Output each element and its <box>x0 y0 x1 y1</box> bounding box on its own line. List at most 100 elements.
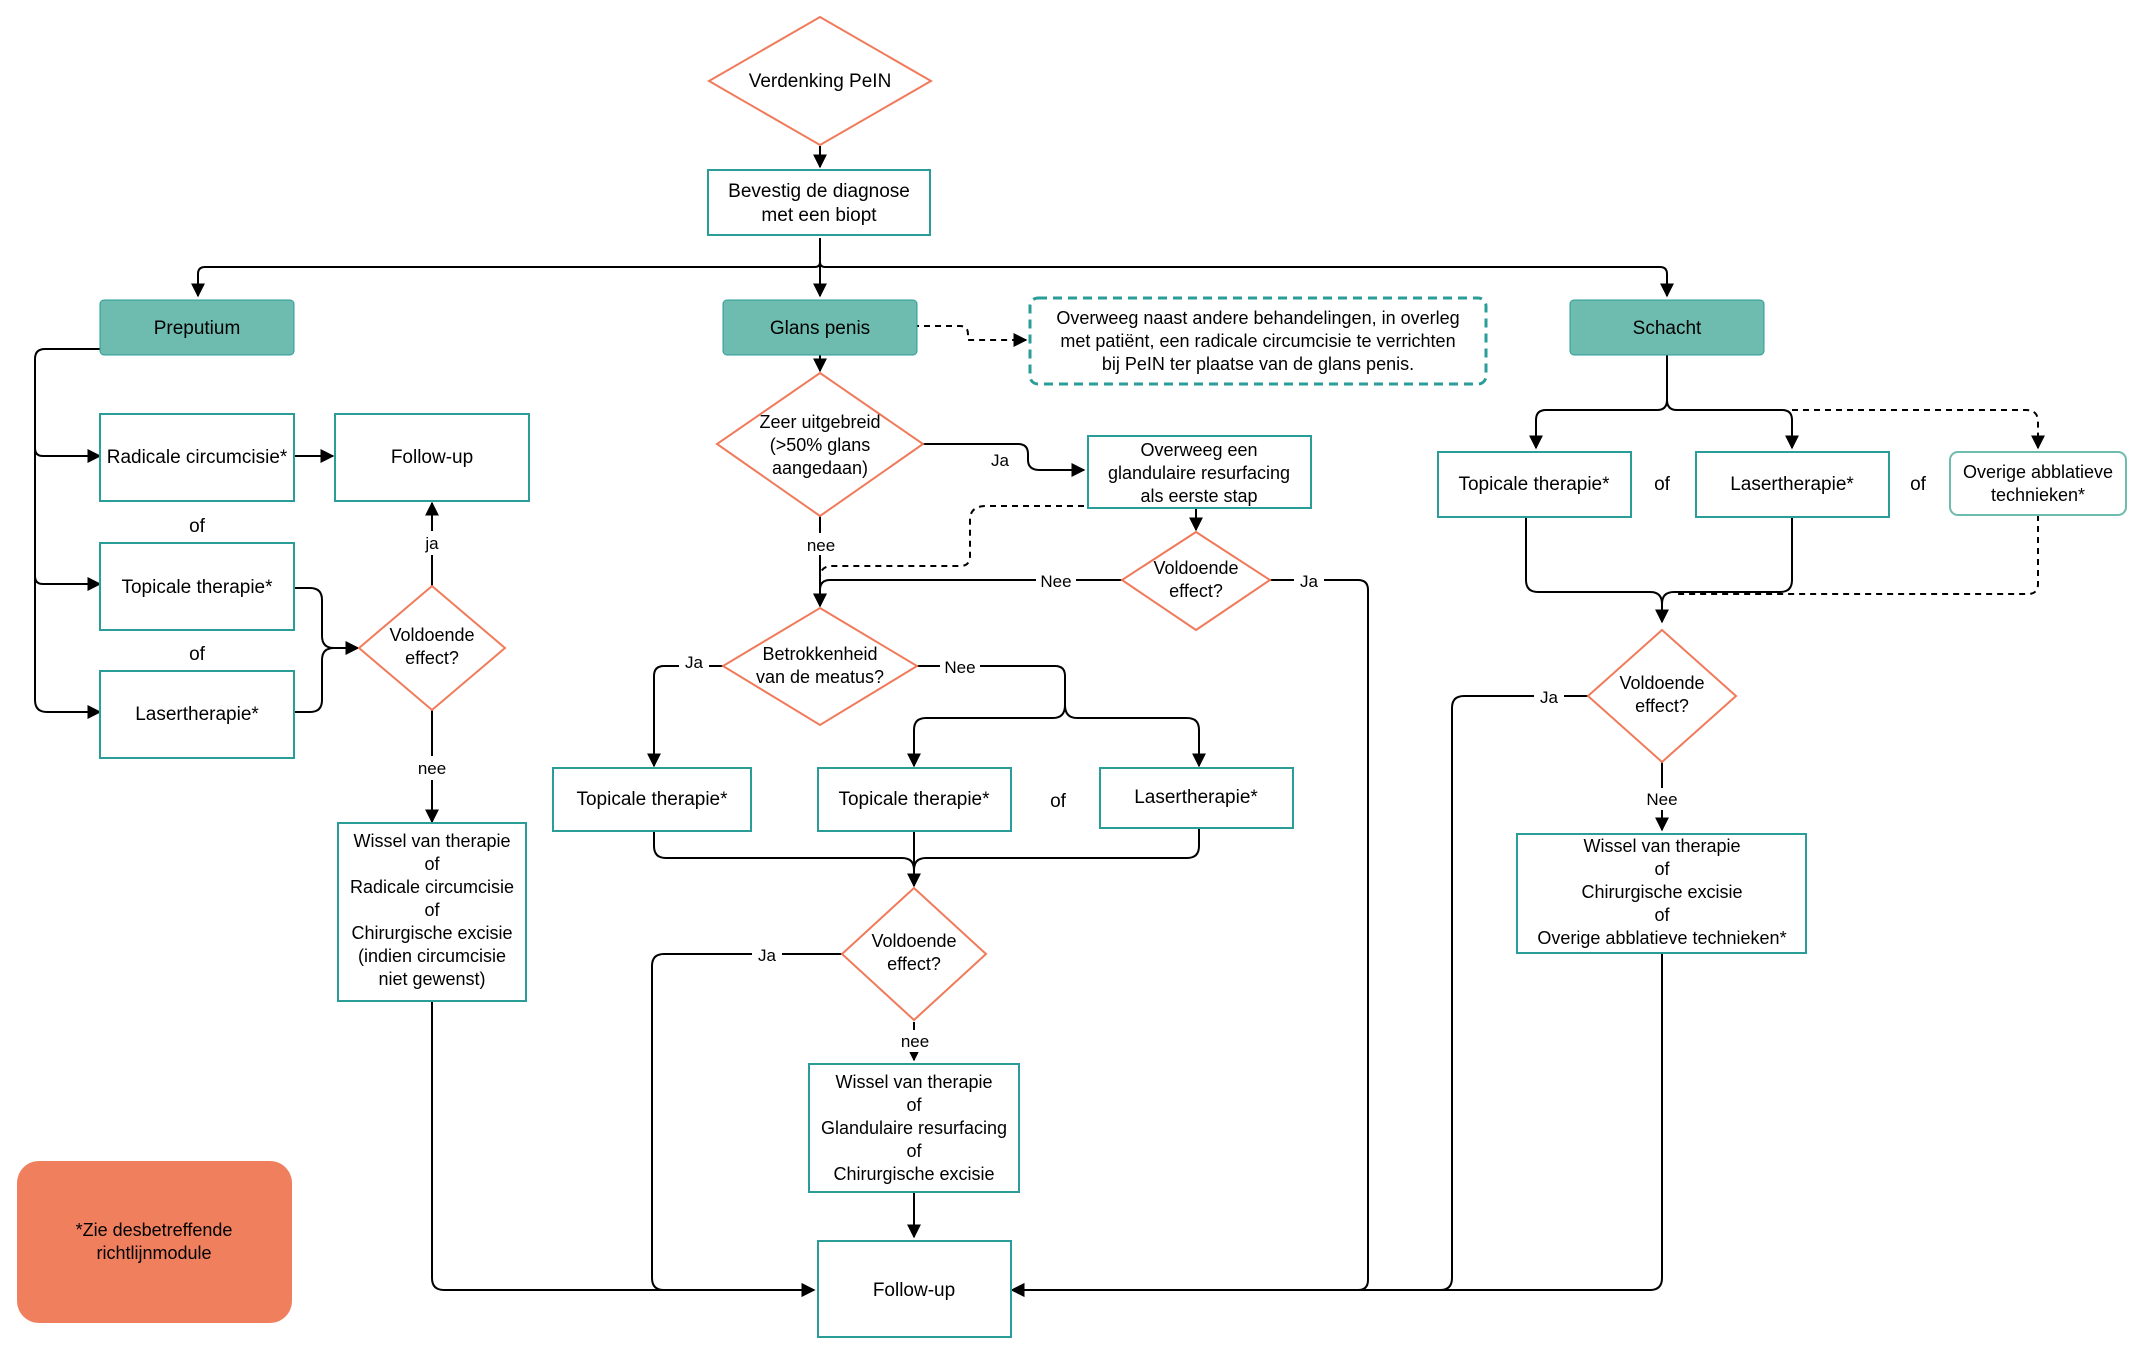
edge-pwissel-followup <box>431 1001 816 1297</box>
g-voldoende-1-label: Voldoende effect? <box>1153 558 1238 601</box>
edge-swissel-followup <box>1440 953 1663 1291</box>
edge-topicale-voldoende <box>294 587 360 655</box>
s-laser-box: Lasertherapie* <box>1695 451 1890 518</box>
edge-preputium-topicale <box>34 575 102 591</box>
g-topicale-2-label: Topicale therapie* <box>838 789 990 810</box>
start-label: Verdenking PeIN <box>749 71 892 92</box>
edge-preputium-radicale <box>34 447 102 463</box>
node-text-line: Schacht <box>1633 318 1702 339</box>
node-text-line: Topicale therapie* <box>838 789 990 810</box>
edge-laser-svoldoende <box>1661 517 1793 605</box>
node-text-line: Voldoende <box>1619 673 1704 693</box>
node-text-line: Zeer uitgebreid <box>759 412 880 432</box>
s-voldoende-diamond: Voldoende effect? <box>1586 628 1738 764</box>
node-text-line: Overweeg een <box>1140 440 1257 460</box>
edge-laser-voldoende <box>294 647 335 713</box>
g-topicale-1-box: Topicale therapie* <box>552 767 752 832</box>
g-ja-2-label: Ja <box>1300 572 1319 591</box>
glans-box: Glans penis <box>722 299 918 356</box>
node-text-line: Lasertherapie* <box>135 704 259 725</box>
edge-topicale-svoldoende <box>1525 517 1669 624</box>
g-laser-box: Lasertherapie* <box>1099 767 1294 829</box>
p-voldoende-label: Voldoende effect? <box>389 625 474 668</box>
p-radicale-label: Radicale circumcisie* <box>107 447 288 468</box>
p-of-2: of <box>189 644 206 665</box>
edge-overweeg-meatus-dashed <box>819 505 1084 579</box>
node-text-line: Chirurgische excisie <box>1581 882 1742 902</box>
p-ja-label: ja <box>424 534 439 553</box>
node-text-line: Lasertherapie* <box>1730 474 1854 495</box>
node-text-line: Overige abblatieve <box>1963 462 2113 482</box>
g-ja-1-label: Ja <box>991 451 1010 470</box>
p-nee-label: nee <box>418 759 446 778</box>
p-laser-label: Lasertherapie* <box>135 704 259 725</box>
node-text-line: of <box>424 854 440 874</box>
node-text-line: Follow-up <box>391 447 473 468</box>
connectors <box>34 146 1799 1297</box>
schacht-box: Schacht <box>1569 299 1765 356</box>
node-text-line: effect? <box>405 648 459 668</box>
s-voldoende-label: Voldoende effect? <box>1619 673 1704 716</box>
node-text-line: Voldoende <box>1153 558 1238 578</box>
edge-confirm-preputium <box>191 238 821 298</box>
g-ja-3-label: Ja <box>685 653 704 672</box>
node-text-line: Topicale therapie* <box>121 577 273 598</box>
g-laser-label: Lasertherapie* <box>1134 787 1258 808</box>
p-followup-box: Follow-up <box>334 413 530 502</box>
g-nee-2-label: Nee <box>1040 572 1071 591</box>
node-text-line: Glans penis <box>770 318 870 339</box>
s-overige-label: Overige abblatieve technieken* <box>1963 462 2113 505</box>
followup-main-label: Follow-up <box>873 1280 955 1301</box>
node-text-line: Voldoende <box>389 625 474 645</box>
preputium-box: Preputium <box>99 299 295 356</box>
node-text-line: of <box>906 1141 922 1161</box>
dashed-connectors <box>819 325 2045 595</box>
g-of-label: of <box>1050 791 1067 812</box>
node-text-line: Wissel van therapie <box>835 1072 992 1092</box>
edge-meatus-laser <box>1064 704 1206 768</box>
p-laser-box: Lasertherapie* <box>99 670 295 759</box>
g-voldoende-1-diamond: Voldoende effect? <box>1120 530 1272 632</box>
preputium-label: Preputium <box>154 318 241 339</box>
schacht-label: Schacht <box>1633 318 1702 339</box>
edge-meatus-topicale1 <box>647 665 723 768</box>
edge-preputium-laser <box>34 348 102 719</box>
node-text-line: effect? <box>1169 581 1223 601</box>
node-text-line: technieken* <box>1991 485 2085 505</box>
edge-schacht-laser <box>1666 399 1799 450</box>
p-followup-label: Follow-up <box>391 447 473 468</box>
node-text-line: of <box>424 900 440 920</box>
node-text-line: Overweeg naast andere behandelingen, in … <box>1056 308 1459 328</box>
node-text-line: Chirurgische excisie <box>833 1164 994 1184</box>
node-text-line: Overige abblatieve technieken* <box>1537 928 1786 948</box>
s-nee-label: Nee <box>1646 790 1677 809</box>
edge-schacht-overige <box>1792 409 2045 450</box>
node-text-line: effect? <box>1635 696 1689 716</box>
node-text-line: Lasertherapie* <box>1134 787 1258 808</box>
overweeg-circumcisie-box: Overweeg naast andere behandelingen, in … <box>1028 296 1488 386</box>
s-overige-box: Overige abblatieve technieken* <box>1949 451 2127 516</box>
g-topicale-1-label: Topicale therapie* <box>576 789 728 810</box>
s-ja-label: Ja <box>1540 688 1559 707</box>
s-laser-label: Lasertherapie* <box>1730 474 1854 495</box>
edge-meatus-topicale2 <box>907 665 1066 768</box>
node-text-line: als eerste stap <box>1140 486 1257 506</box>
node-text-line: Topicale therapie* <box>1458 474 1610 495</box>
p-voldoende-diamond: Voldoende effect? <box>357 584 507 712</box>
edge-overige-svoldoende <box>1674 515 2039 595</box>
g-topicale-2-box: Topicale therapie* <box>817 767 1012 832</box>
g-nee-1-label: nee <box>807 536 835 555</box>
node-text-line: Voldoende <box>871 931 956 951</box>
node-text-line: Preputium <box>154 318 241 339</box>
glans-label: Glans penis <box>770 318 870 339</box>
